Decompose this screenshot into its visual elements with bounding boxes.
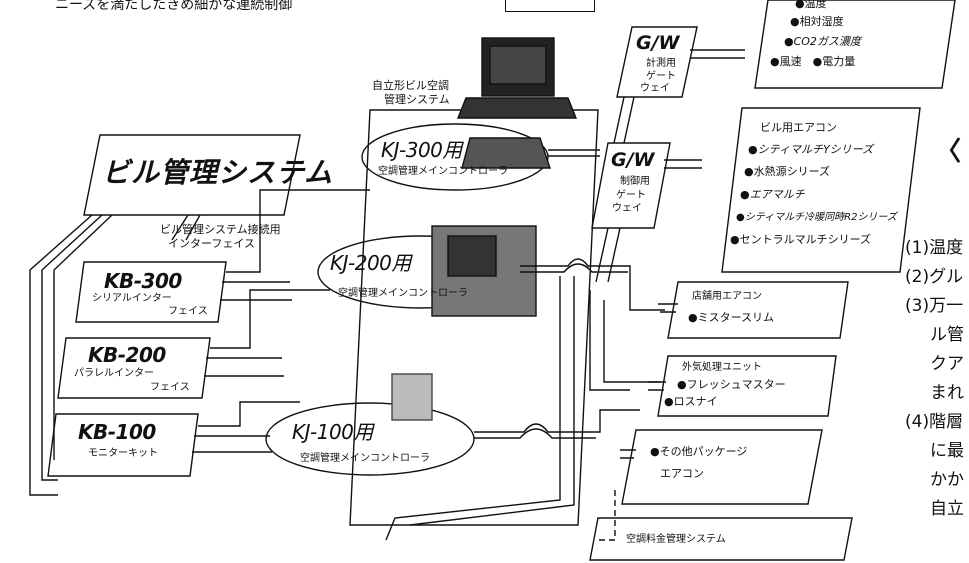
wire-gw-control-down [595, 227, 621, 283]
standalone-title: 自立形ビル空調 [372, 79, 449, 92]
gw-control-label: ゲート [616, 190, 646, 201]
building-ac-item: ●シティマルチYシリーズ [748, 143, 874, 156]
billing-box [589, 517, 853, 561]
store-ac-title: 店舗用エアコン [692, 291, 762, 302]
outdoor-unit-box [657, 355, 837, 417]
wire-bundle-left [29, 214, 201, 496]
right-text-line: かか [930, 470, 964, 490]
building-ac-item: ●シティマルチ冷暖同時R2シリーズ [736, 212, 897, 223]
header-partial-text: ニーズを満たしたきめ細かな連続制御 [55, 0, 293, 13]
wire-kj-gw [548, 149, 600, 157]
kb-200-model: KB-200 [88, 343, 166, 367]
gw-control-title: G/W [611, 149, 655, 171]
wire-kb-kj-3 [192, 401, 300, 453]
trunk-2 [409, 276, 575, 526]
kj-100-sub: 空調管理メインコントローラ [300, 453, 430, 464]
wire-gw-measure-control [613, 96, 635, 144]
gw-measure-title: G/W [636, 32, 680, 54]
right-text-line: (1)温度 [905, 238, 964, 258]
kb-200-desc: フェイス [150, 382, 190, 393]
kj-100-device [391, 373, 433, 421]
header-box [505, 0, 595, 12]
wire-kj100-right [474, 409, 640, 439]
right-text-line: (4)階層 [905, 412, 964, 432]
trunk-3 [589, 290, 660, 391]
sensor-item: ●温度 [795, 0, 827, 10]
gw-measure-box [616, 26, 698, 98]
gw-control-box [591, 142, 671, 229]
building-mgmt-title: ビル管理システム [102, 156, 334, 189]
sensor-item: ●相対湿度 [790, 15, 844, 28]
standalone-title: 管理システム [384, 93, 450, 106]
wire-right-other [620, 449, 636, 459]
computer-keyboard [456, 97, 578, 119]
other-package-line: エアコン [660, 467, 704, 480]
kj-100-model: KJ-100用 [292, 420, 373, 444]
sensor-item: ●CO2ガス濃度 [784, 35, 861, 48]
kb-100-box [47, 413, 199, 477]
kb-300-model: KB-300 [104, 269, 182, 293]
right-text-line: (2)グル [905, 267, 964, 287]
kj-300-model: KJ-300用 [381, 138, 462, 162]
right-text-line: に最 [930, 441, 964, 461]
building-ac-item: ●エアマルチ [740, 188, 805, 201]
gw-measure-label: ウェイ [640, 83, 670, 94]
wire-gw-control-ac [664, 159, 702, 169]
other-package-box [621, 429, 823, 505]
kb-300-box [75, 261, 227, 323]
wire-kb-kj-1 [220, 189, 370, 301]
kj-300-sub: 空調管理メインコントローラ [378, 166, 508, 177]
kj-200-sub: 空調管理メインコントローラ [338, 288, 468, 299]
building-ac-item: ●セントラルマルチシリーズ [730, 233, 872, 246]
outdoor-unit-item: ●ロスナイ [664, 395, 718, 408]
store-ac-box [667, 281, 849, 339]
kj-200-model: KJ-200用 [330, 251, 411, 275]
right-text-line: まれ [930, 383, 964, 403]
right-text-line: (3)万一 [905, 296, 964, 316]
gw-measure-label: 計測用 [646, 58, 676, 69]
wire-kb-kj-2 [204, 289, 330, 377]
outdoor-unit-title: 外気処理ユニット [682, 362, 762, 373]
kb-300-desc: フェイス [168, 306, 208, 317]
right-text-line: ル管 [930, 325, 964, 345]
other-package-line: ●その他パッケージ [650, 445, 748, 458]
store-ac-item: ●ミスタースリム [688, 311, 775, 324]
building-mgmt-connect-label: ビル管理システム接続用 [160, 223, 281, 236]
wire-right-store [658, 303, 678, 313]
wire-gw-measure-sensor [690, 49, 745, 59]
wire-right-outdoor [648, 381, 666, 391]
kb-200-box [57, 337, 211, 399]
gw-control-label: ウェイ [612, 203, 642, 214]
sensor-item: ●風速 ●電力量 [770, 55, 856, 68]
right-text-line: 自立 [930, 499, 964, 519]
kb-100-desc: モニターキット [88, 448, 158, 459]
printer [461, 137, 551, 169]
sensor-box [754, 0, 956, 89]
gw-measure-label: ゲート [646, 71, 676, 82]
right-text-line: クア [930, 354, 964, 374]
billing-title: 空調料金管理システム [626, 534, 726, 545]
building-mgmt-box [83, 134, 301, 216]
building-ac-title: ビル用エアコン [760, 121, 837, 134]
dashed-billing [598, 490, 616, 541]
kj-100-ellipse [265, 402, 475, 476]
kb-100-model: KB-100 [78, 420, 156, 444]
kb-300-desc: シリアルインター [92, 293, 172, 304]
wire-kj200-right [520, 258, 665, 311]
gw-control-label: 制御用 [620, 176, 650, 187]
building-ac-item: ●水熱源シリーズ [744, 165, 831, 178]
building-ac-box [721, 107, 921, 273]
building-mgmt-connect-label: インターフェイス [168, 237, 256, 250]
outdoor-unit-item: ●フレッシュマスター [677, 378, 786, 391]
right-heading-glyph: 〈 [935, 137, 962, 167]
trunk-1 [385, 276, 561, 541]
kb-200-desc: パラレルインター [74, 368, 154, 379]
kj-300-ellipse [361, 123, 549, 191]
